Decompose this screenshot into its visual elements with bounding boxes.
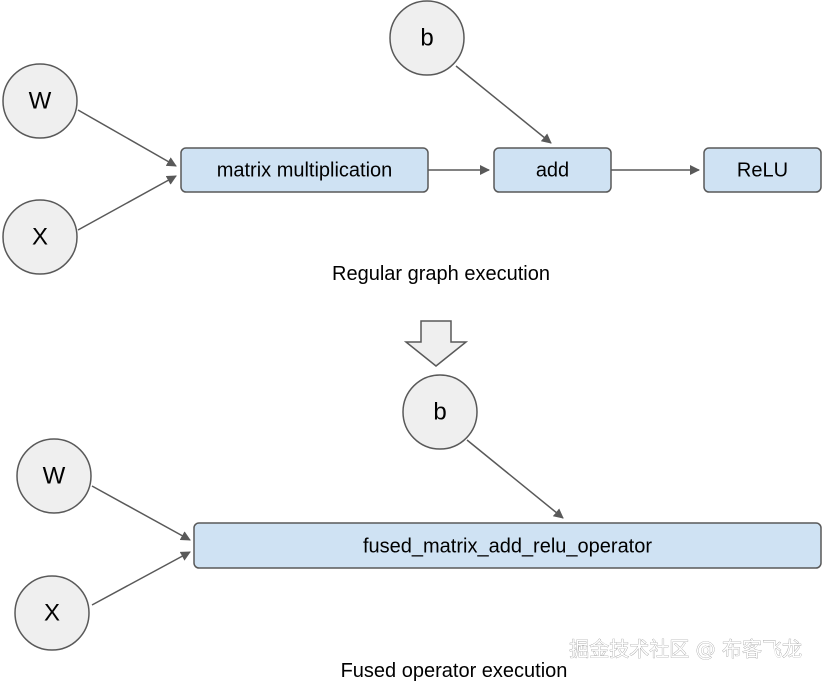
input-node-x-label: X — [32, 223, 48, 250]
edge-b-to-add — [455, 65, 552, 144]
fused-operator-node-label: fused_matrix_add_relu_operator — [363, 535, 652, 557]
fused-input-node-b-label: b — [433, 398, 446, 425]
edge-x-to-matmul — [77, 175, 177, 231]
edge-w-to-matmul — [77, 109, 177, 167]
edge-fused-x-to-op — [91, 551, 191, 606]
fused-input-node-b: b — [402, 374, 478, 450]
operator-node-relu-label: ReLU — [737, 159, 788, 181]
input-node-b-label: b — [420, 24, 433, 51]
fused-input-node-x-label: X — [44, 599, 60, 626]
fused-operator-node: fused_matrix_add_relu_operator — [193, 522, 822, 569]
fused-input-node-x: X — [14, 575, 90, 651]
regular-graph: b W X matrix multiplication add ReLU Reg… — [2, 0, 822, 285]
input-node-x: X — [2, 199, 78, 275]
input-node-w: W — [2, 63, 78, 139]
operator-node-relu: ReLU — [703, 147, 822, 193]
operator-node-add: add — [493, 147, 612, 193]
operator-node-add-label: add — [536, 159, 569, 181]
operator-node-matmul-label: matrix multiplication — [217, 159, 393, 181]
input-node-b: b — [389, 0, 465, 76]
down-arrow-icon — [403, 320, 469, 367]
edge-fused-w-to-op — [91, 485, 191, 541]
regular-caption: Regular graph execution — [332, 263, 550, 285]
fused-input-node-w: W — [16, 438, 92, 514]
fused-input-node-w-label: W — [43, 462, 66, 489]
operator-node-matmul: matrix multiplication — [180, 147, 429, 193]
edge-fused-b-to-op — [466, 439, 564, 519]
watermark-text: 掘金技术社区 @ 布客飞龙 — [569, 637, 802, 661]
fused-graph: b W X fused_matrix_add_relu_operator Fus… — [14, 374, 822, 682]
input-node-w-label: W — [29, 87, 52, 114]
fused-caption: Fused operator execution — [341, 660, 568, 682]
